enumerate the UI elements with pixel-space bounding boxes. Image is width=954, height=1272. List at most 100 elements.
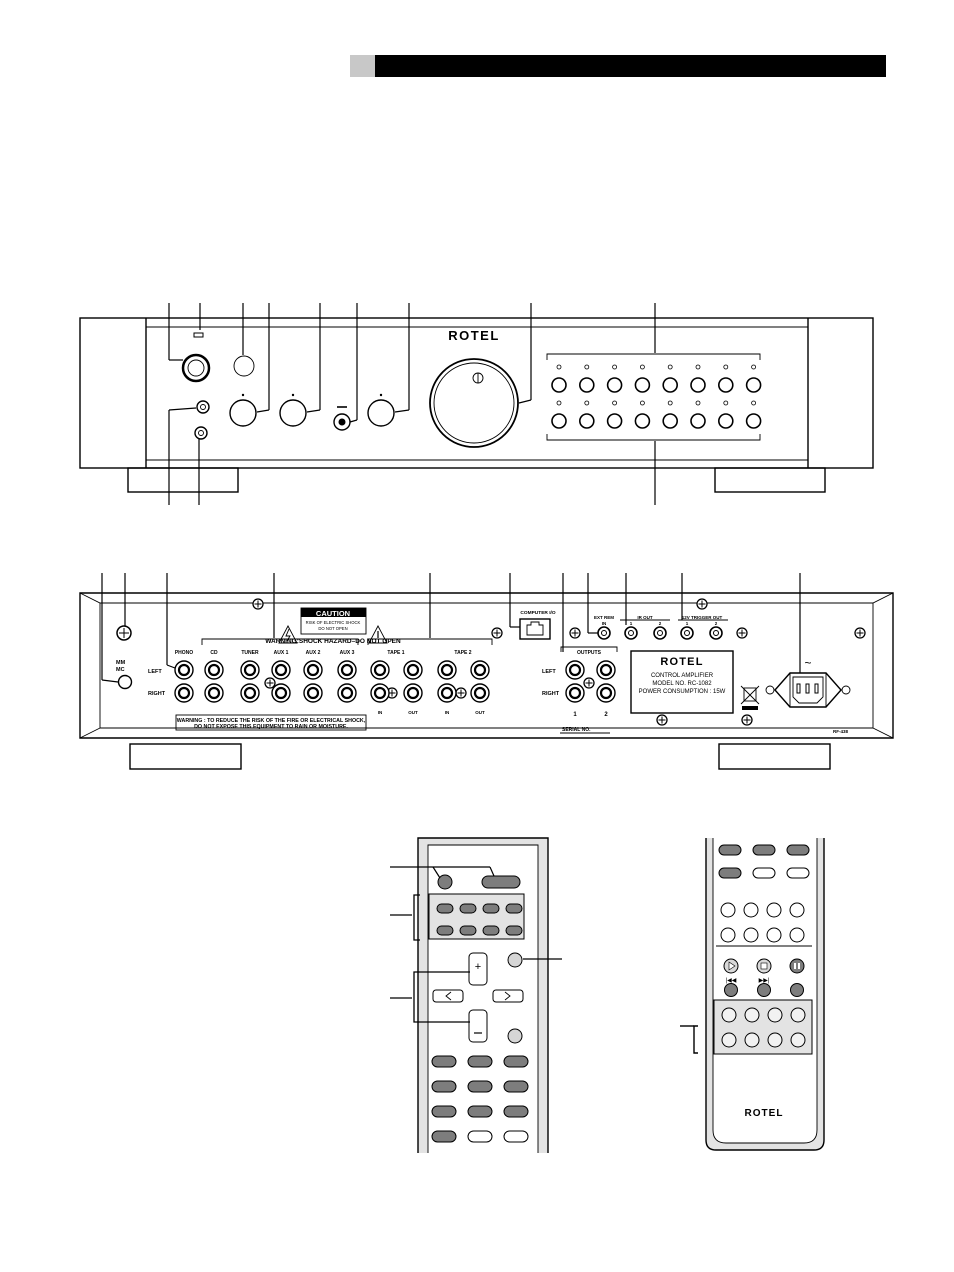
remote-lower-button[interactable]	[744, 1032, 760, 1048]
remote-function-button[interactable]	[507, 1028, 523, 1044]
remote-aux-button[interactable]	[790, 983, 804, 997]
selector-button[interactable]	[551, 377, 567, 393]
remote-next-button[interactable]	[757, 983, 771, 997]
rca-jack-left-inner	[440, 663, 454, 677]
caution-warning: WARNING:SHOCK HAZARD–DO NOT OPEN	[265, 638, 401, 645]
remote-lower-button[interactable]	[767, 1032, 783, 1048]
selector-button[interactable]	[578, 377, 595, 393]
rca-jack-right-inner	[440, 686, 454, 700]
remote-keypad-button[interactable]	[467, 1130, 493, 1143]
remote-prev-button[interactable]	[724, 983, 738, 997]
volume-knob[interactable]	[429, 358, 519, 448]
remote-right-top-button[interactable]	[752, 844, 776, 856]
remote-volume-up[interactable]	[468, 952, 488, 986]
remote-right-top-buttons	[718, 844, 810, 879]
balance-knob[interactable]	[367, 399, 395, 427]
remote-number-button[interactable]	[766, 927, 782, 943]
remote-right-top-button[interactable]	[752, 867, 776, 879]
selector-button[interactable]	[606, 413, 623, 429]
remote-mute-button[interactable]	[507, 952, 523, 968]
remote-right-top-button[interactable]	[718, 844, 742, 856]
remote-lower-button[interactable]	[790, 1007, 806, 1023]
remote-source-button[interactable]	[505, 925, 523, 936]
remote-keypad-button[interactable]	[431, 1105, 457, 1118]
selector-led	[584, 400, 590, 406]
remote-source-buttons	[436, 903, 523, 936]
remote-lower-button[interactable]	[721, 1007, 737, 1023]
selector-led	[723, 364, 729, 370]
selector-button[interactable]	[717, 377, 734, 393]
remote-source-button[interactable]	[505, 903, 523, 914]
mini-jack-center	[684, 630, 690, 636]
bracket-source	[413, 894, 420, 941]
caution-line2: DO NOT OPEN	[318, 626, 347, 631]
remote-source-button[interactable]	[482, 925, 500, 936]
remote-number-button[interactable]	[789, 927, 805, 943]
remote-source-button[interactable]	[436, 925, 454, 936]
label-aux1: AUX 1	[274, 650, 289, 656]
selector-button[interactable]	[551, 413, 567, 429]
remote-keypad-button[interactable]	[503, 1080, 529, 1093]
remote-source-button[interactable]	[436, 903, 454, 914]
model-code: RF-438	[833, 729, 849, 734]
selector-button[interactable]	[662, 413, 679, 429]
remote-lower-button[interactable]	[721, 1032, 737, 1048]
warning-line2: DO NOT EXPOSE THIS EQUIPMENT TO RAIN OR …	[194, 724, 348, 730]
selector-button[interactable]	[634, 413, 651, 429]
selector-button[interactable]	[745, 377, 762, 393]
remote-number-button[interactable]	[720, 902, 736, 918]
ir-1-label: 1	[630, 621, 633, 626]
remote-keypad-button[interactable]	[467, 1105, 493, 1118]
remote-power-on-button[interactable]	[437, 874, 453, 890]
remote-keypad-button[interactable]	[503, 1105, 529, 1118]
remote-number-button[interactable]	[789, 902, 805, 918]
selector-button[interactable]	[606, 377, 623, 393]
remote-volume-down[interactable]	[468, 1009, 488, 1043]
mm-mc-switch[interactable]	[117, 674, 133, 690]
selector-button[interactable]	[690, 413, 706, 429]
remote-source-button[interactable]	[459, 925, 477, 936]
remote-lower-button[interactable]	[744, 1007, 760, 1023]
remote-right-number-buttons	[720, 902, 805, 943]
remote-keypad-button[interactable]	[467, 1080, 493, 1093]
selector-led	[612, 364, 617, 370]
rear-callouts	[101, 573, 801, 683]
remote-keypad-button[interactable]	[467, 1055, 493, 1068]
rear-panel: MM MC CAUTION RISK OF ELECTRIC SHOCK DO …	[79, 573, 894, 770]
remote-pause-button[interactable]	[789, 958, 805, 974]
remote-number-button[interactable]	[743, 927, 759, 943]
selector-button[interactable]	[745, 413, 762, 429]
remote-number-button[interactable]	[743, 902, 759, 918]
remote-right-button[interactable]	[492, 989, 524, 1003]
remote-keypad-button[interactable]	[431, 1055, 457, 1068]
remote-keypad-button[interactable]	[431, 1130, 457, 1143]
treble-knob[interactable]	[279, 399, 307, 427]
remote-number-button[interactable]	[766, 902, 782, 918]
selector-button[interactable]	[578, 413, 595, 429]
remote-source-button[interactable]	[482, 903, 500, 914]
rca-jack-left-inner	[406, 663, 420, 677]
remote-lower-button[interactable]	[790, 1032, 806, 1048]
selector-button[interactable]	[717, 413, 734, 429]
ac-power-inlet: ~	[765, 656, 851, 708]
remote-keypad-button[interactable]	[503, 1055, 529, 1068]
remote-right-top-button[interactable]	[786, 844, 810, 856]
info-line1: CONTROL AMPLIFIER	[651, 673, 714, 679]
remote-keypad-button[interactable]	[503, 1130, 529, 1143]
remote-lower-button[interactable]	[767, 1007, 783, 1023]
selector-button[interactable]	[690, 377, 706, 393]
remote-left-button[interactable]	[432, 989, 464, 1003]
remote-power-off-button[interactable]	[481, 875, 521, 889]
bass-knob[interactable]	[229, 399, 257, 427]
selector-button[interactable]	[634, 377, 651, 393]
power-led	[193, 332, 204, 338]
selector-button[interactable]	[662, 377, 679, 393]
power-button[interactable]	[181, 353, 211, 383]
rca-jack-left-inner	[373, 663, 387, 677]
remote-right-top-button[interactable]	[718, 867, 742, 879]
remote-source-button[interactable]	[459, 903, 477, 914]
info-plate	[630, 650, 734, 714]
remote-number-button[interactable]	[720, 927, 736, 943]
remote-right-top-button[interactable]	[786, 867, 810, 879]
remote-keypad-button[interactable]	[431, 1080, 457, 1093]
